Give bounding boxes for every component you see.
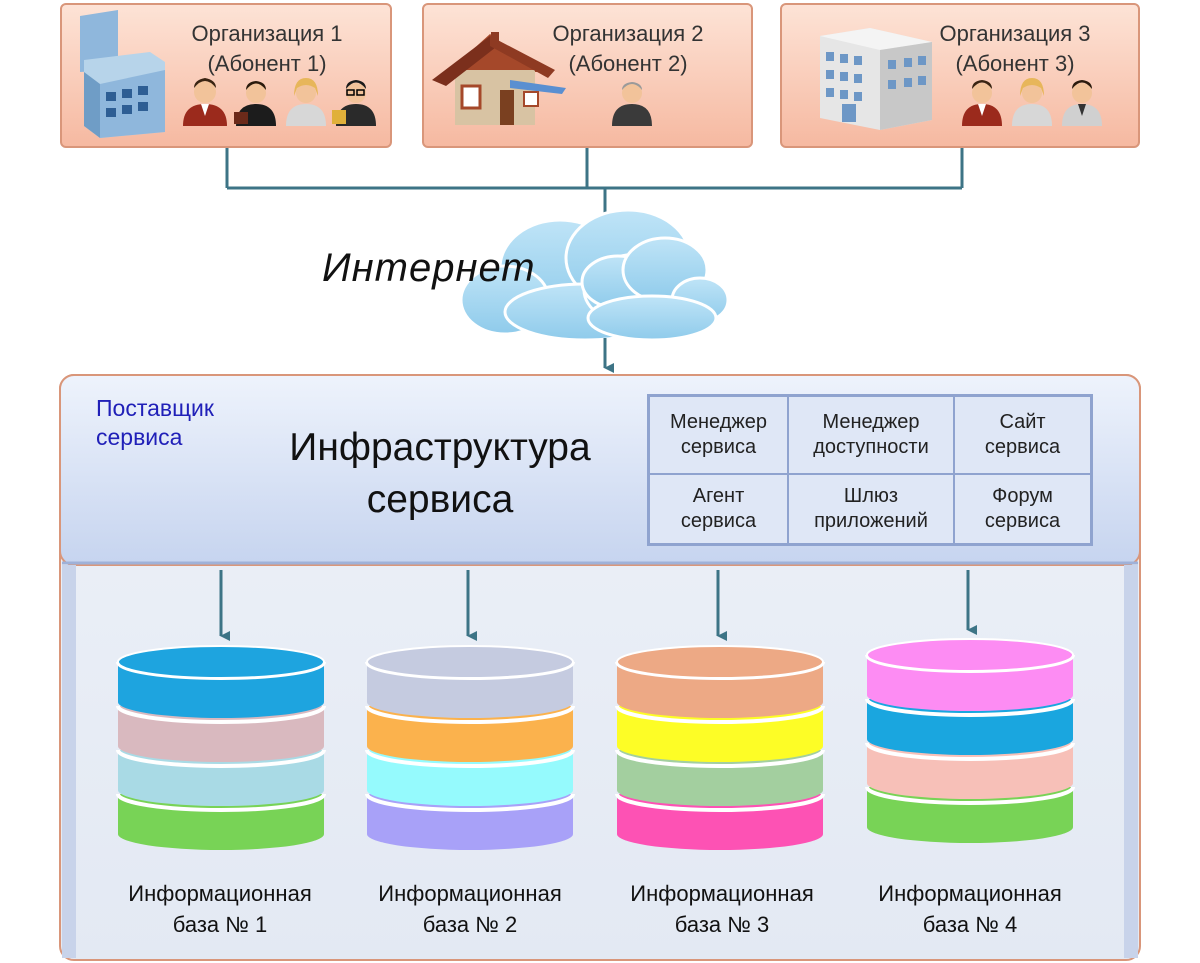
db-layer-separator [615, 705, 825, 724]
db-label-line: база № 1 [172, 912, 268, 937]
db-layer-separator [116, 749, 326, 768]
db-layer-separator [116, 793, 326, 812]
db-layer-separator [365, 705, 575, 724]
person-icon [183, 78, 227, 126]
service-line: Сайт [999, 411, 1046, 433]
db-layer-separator [365, 749, 575, 768]
database-cylinder-1-icon [116, 645, 326, 850]
db-label-line: Информационная [630, 881, 814, 906]
db-arrows [219, 570, 977, 641]
service-forum-cell: Форум сервиса [954, 474, 1091, 544]
db-label-line: Информационная [878, 881, 1062, 906]
database-cylinder-3-icon [615, 645, 825, 850]
database-cylinder-2-icon [365, 645, 575, 850]
service-line: сервиса [984, 510, 1061, 532]
infrastructure-title-line1: Инфраструктура [289, 426, 591, 469]
db-top-cap [616, 645, 824, 679]
service-site-cell: Сайт сервиса [954, 396, 1091, 474]
services-grid: Менеджер сервиса Менеджер доступности Са… [647, 394, 1093, 546]
db-label-2: Информационная база № 2 [350, 878, 590, 940]
availability-manager-cell: Менеджер доступности [788, 396, 954, 474]
person-icon [286, 78, 326, 126]
db-label-line: Информационная [378, 881, 562, 906]
internet-label: Интернет [322, 246, 536, 290]
db-label-4: Информационная база № 4 [850, 878, 1090, 940]
infrastructure-title: Инфраструктура сервиса [262, 422, 618, 526]
person-icon [962, 80, 1002, 126]
db-label-line: база № 2 [422, 912, 518, 937]
service-line: сервиса [984, 436, 1061, 458]
org1-people-icons [183, 78, 376, 126]
db-layer-separator [365, 793, 575, 812]
database-cylinder-4-icon [865, 638, 1075, 843]
infrastructure-title-line2: сервиса [366, 478, 514, 521]
person-icon [234, 81, 276, 126]
org3-building-icon [820, 28, 932, 130]
org-connector-lines [225, 148, 964, 225]
service-line: приложений [814, 510, 928, 532]
provider-label: Поставщик сервиса [96, 395, 214, 450]
db-layer-separator [615, 793, 825, 812]
service-line: Агент [692, 485, 745, 507]
person-icon [1062, 80, 1102, 126]
service-line: сервиса [680, 510, 757, 532]
db-layer-separator [615, 749, 825, 768]
db-label-line: база № 4 [922, 912, 1018, 937]
db-layer-separator [865, 742, 1075, 761]
db-top-cap [366, 645, 574, 679]
db-layer-separator [865, 698, 1075, 717]
org3-people-icons [962, 78, 1102, 126]
db-top-cap [866, 638, 1074, 672]
db-layer-separator [865, 786, 1075, 805]
application-gateway-cell: Шлюз приложений [788, 474, 954, 544]
service-line: Форум [992, 485, 1053, 507]
service-line: сервиса [680, 436, 757, 458]
service-line: Шлюз [843, 485, 899, 507]
org2-house-icon [432, 32, 566, 125]
person-icon [332, 80, 376, 126]
service-line: Менеджер [822, 411, 920, 433]
db-label-1: Информационная база № 1 [100, 878, 340, 940]
internet-cloud-small [580, 236, 730, 342]
db-top-cap [117, 645, 325, 679]
org1-building-icon [80, 10, 165, 138]
person-icon [612, 82, 652, 126]
service-line: Менеджер [669, 411, 768, 433]
db-label-line: база № 3 [674, 912, 770, 937]
db-layer-separator [116, 705, 326, 724]
databases-layer [116, 638, 1075, 850]
service-manager-cell: Менеджер сервиса [649, 396, 788, 474]
db-label-3: Информационная база № 3 [602, 878, 842, 940]
person-icon [1012, 78, 1052, 126]
service-agent-cell: Агент сервиса [649, 474, 788, 544]
db-label-line: Информационная [128, 881, 312, 906]
service-line: доступности [813, 436, 929, 458]
